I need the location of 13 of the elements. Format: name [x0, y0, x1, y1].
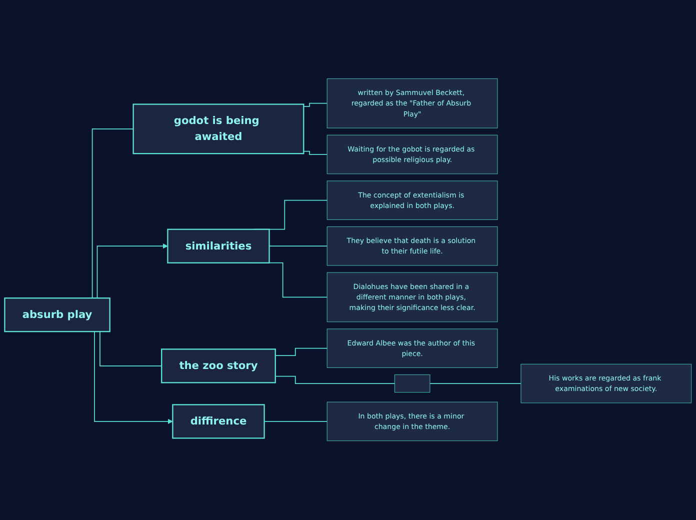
- connector: [264, 421, 328, 422]
- node-box: absurb play: [4, 298, 110, 332]
- connector: [303, 103, 328, 108]
- node-box: diffirence: [172, 404, 265, 439]
- connector: [303, 151, 328, 156]
- node-box: the zoo story: [161, 348, 276, 384]
- node-box: similarities: [167, 229, 270, 264]
- connector: [274, 348, 328, 356]
- connector: [429, 383, 522, 384]
- node-box: godot is being awaited: [132, 104, 304, 154]
- node-box: [394, 374, 430, 393]
- connector: [274, 376, 396, 384]
- connector: [268, 246, 328, 247]
